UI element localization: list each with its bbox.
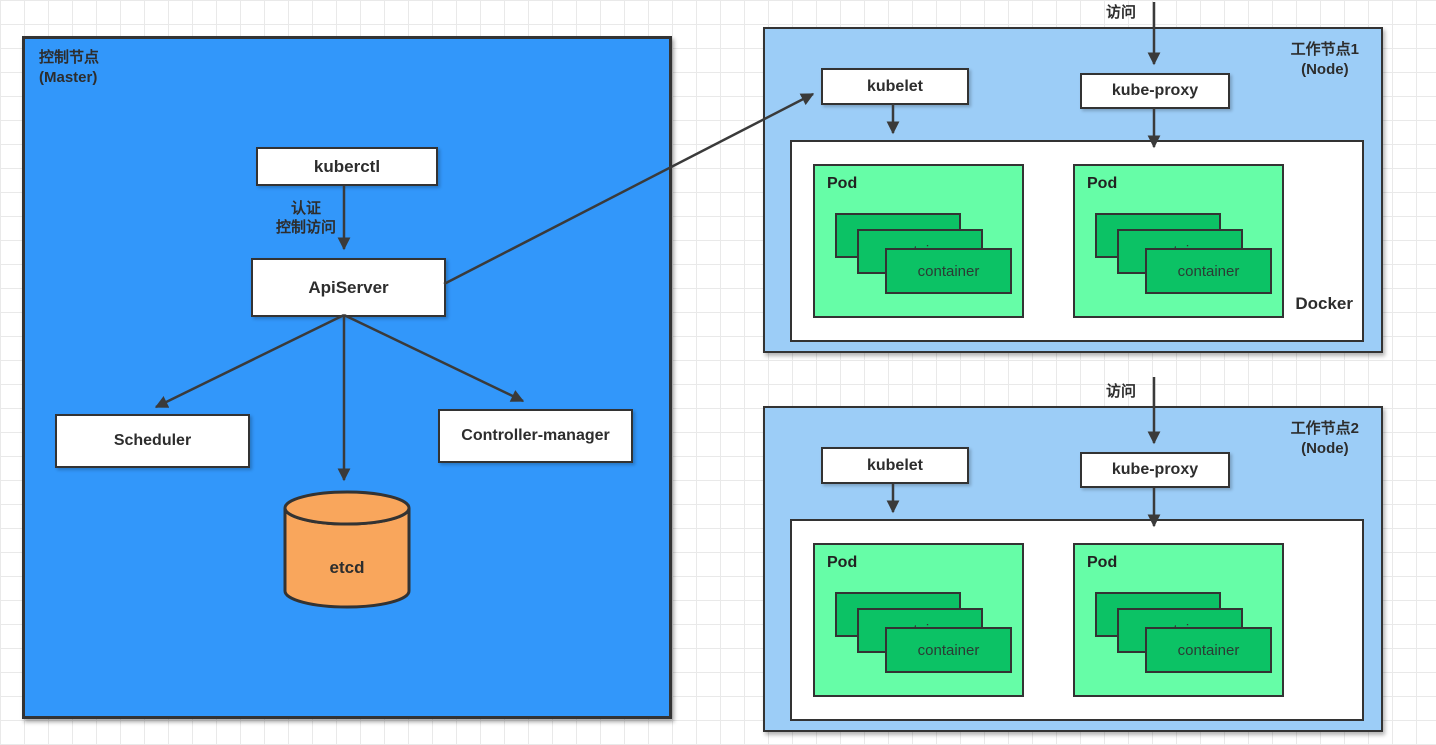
node2-kubelet-box: kubelet: [821, 447, 969, 484]
kuberctl-box: kuberctl: [256, 147, 438, 186]
master-title-line1: 控制节点: [39, 49, 100, 66]
node1-pod2-container-front: container: [1145, 248, 1272, 294]
worker-node-2-group: 工作节点2 (Node) kubelet kube-proxy Pod cont…: [763, 406, 1383, 732]
node1-pod1-label: Pod: [827, 175, 858, 192]
node1-pod1-container-front: container: [885, 248, 1012, 294]
scheduler-box: Scheduler: [55, 414, 250, 468]
node1-pod-1: Pod container container container: [813, 164, 1024, 318]
node2-pod2-label: Pod: [1087, 554, 1118, 571]
node1-docker-label: Docker: [1295, 294, 1353, 313]
node1-title-line1: 工作节点1: [1290, 41, 1359, 58]
node2-access-label: 访问: [1105, 383, 1136, 400]
node1-access-label: 访问: [1105, 4, 1136, 21]
etcd-label: etcd: [330, 558, 365, 577]
node2-pod2-container-front: container: [1145, 627, 1272, 673]
node2-title-line1: 工作节点2: [1290, 420, 1359, 437]
node1-kubelet-box: kubelet: [821, 68, 969, 105]
node2-pod1-container-front: container: [885, 627, 1012, 673]
node2-pod-2: Pod container container container: [1073, 543, 1284, 697]
node2-docker-box: Pod container container container Pod co…: [790, 519, 1364, 721]
etcd-cylinder-top: [283, 490, 411, 526]
etcd-cylinder: etcd: [283, 490, 411, 609]
master-title: 控制节点 (Master): [39, 48, 99, 88]
node2-pod1-label: Pod: [827, 554, 858, 571]
node1-pod2-label: Pod: [1087, 175, 1118, 192]
worker-node-1-group: 工作节点1 (Node) kubelet kube-proxy Docker P…: [763, 27, 1383, 353]
node2-title: 工作节点2 (Node): [1291, 419, 1359, 459]
apiserver-box: ApiServer: [251, 258, 446, 317]
auth-arrow-label: 认证 控制访问: [246, 199, 366, 237]
controller-manager-box: Controller-manager: [438, 409, 633, 463]
node1-pod-2: Pod container container container: [1073, 164, 1284, 318]
master-title-line2: (Master): [39, 69, 98, 86]
auth-label-line2: 控制访问: [275, 219, 336, 236]
node1-kube-proxy-box: kube-proxy: [1080, 73, 1230, 109]
node1-title: 工作节点1 (Node): [1291, 40, 1359, 80]
node2-title-line2: (Node): [1301, 440, 1349, 457]
node2-pod-1: Pod container container container: [813, 543, 1024, 697]
master-group: 控制节点 (Master) kuberctl 认证 控制访问 ApiServer…: [22, 36, 672, 719]
node2-kube-proxy-box: kube-proxy: [1080, 452, 1230, 488]
node1-title-line2: (Node): [1301, 61, 1349, 78]
node1-docker-box: Docker Pod container container container…: [790, 140, 1364, 342]
auth-label-line1: 认证: [290, 200, 321, 217]
